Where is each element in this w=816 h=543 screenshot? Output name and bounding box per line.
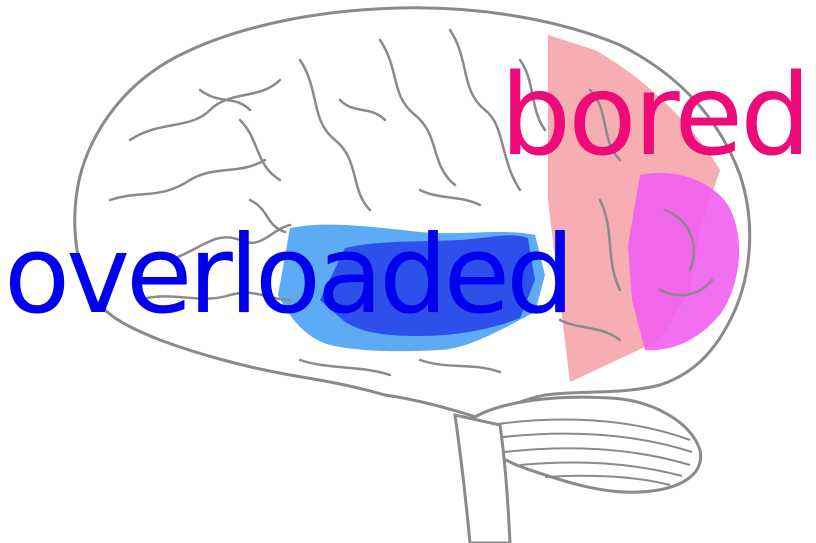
brain-stem: [455, 415, 510, 543]
bored-label: bored: [500, 60, 808, 172]
overloaded-label: overloaded: [4, 222, 571, 330]
